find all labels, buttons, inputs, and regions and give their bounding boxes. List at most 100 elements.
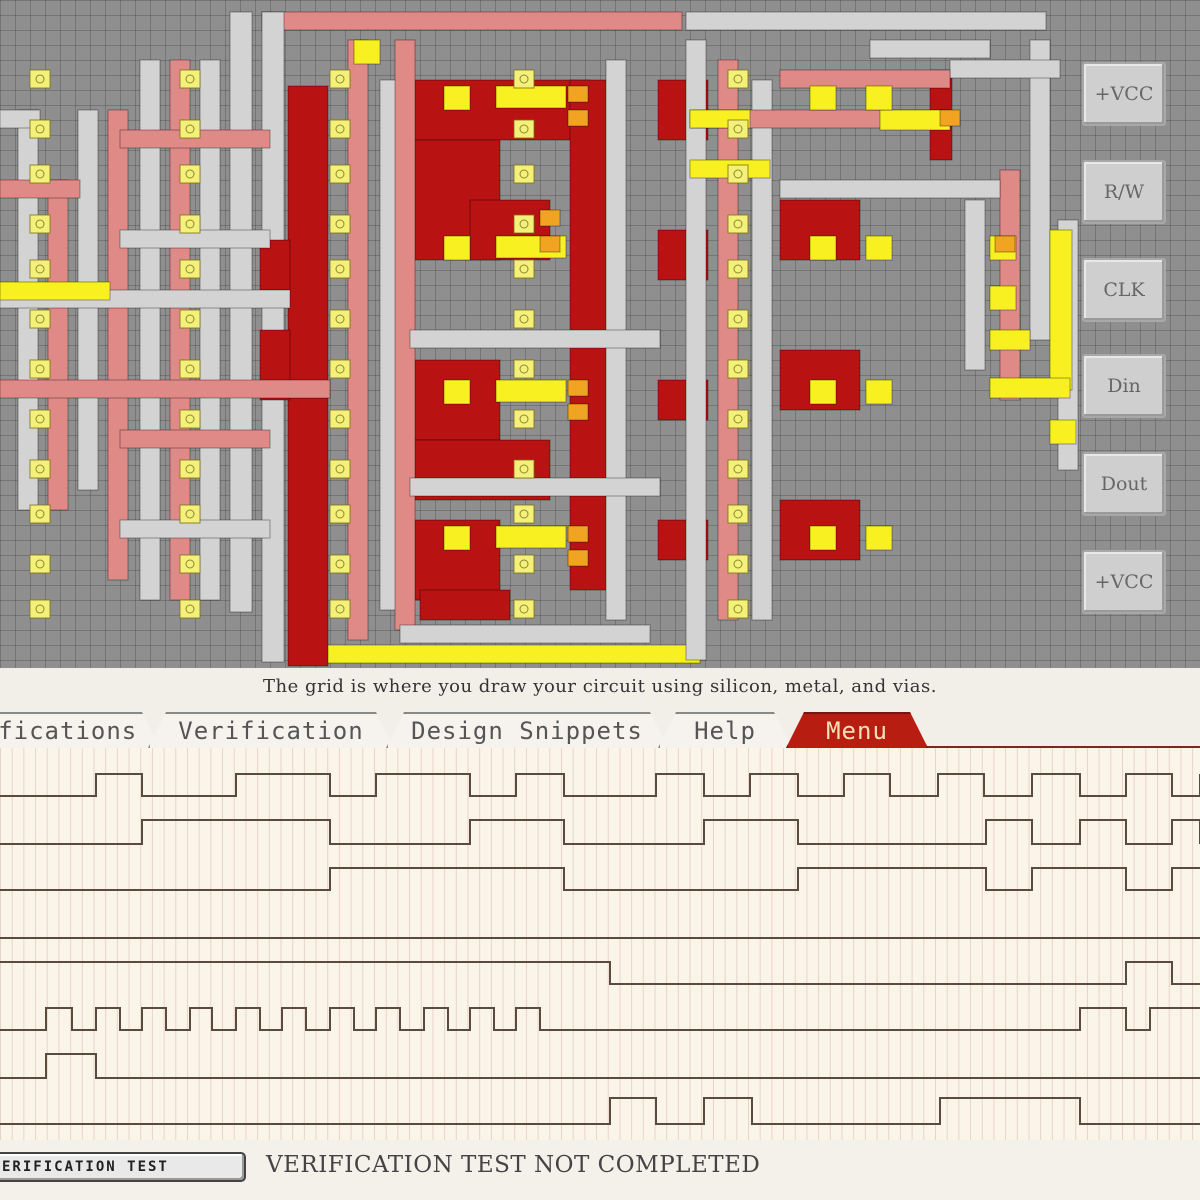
tab-menu[interactable]: Menu [786, 712, 928, 748]
contact-pad[interactable] [865, 235, 893, 261]
tab-specifications[interactable]: ifications [0, 712, 160, 748]
pin-rw[interactable]: R/W [1082, 160, 1166, 224]
via-square[interactable] [329, 214, 351, 234]
via-square[interactable] [329, 409, 351, 429]
metal-trace[interactable] [685, 11, 1047, 31]
gate-bar[interactable] [495, 525, 567, 549]
gate-bar[interactable] [989, 377, 1071, 399]
via-square[interactable] [329, 309, 351, 329]
via-square[interactable] [329, 164, 351, 184]
via-square[interactable] [727, 309, 749, 329]
via-square[interactable] [179, 119, 201, 139]
via-square[interactable] [727, 599, 749, 619]
gate-bar[interactable] [495, 379, 567, 403]
wire-horizontal[interactable] [119, 429, 271, 449]
tab-verification[interactable]: Verification [148, 712, 394, 748]
circuit-grid[interactable]: +VCC R/W CLK Din Dout +VCC [0, 0, 1200, 668]
tab-help[interactable]: Help [658, 712, 792, 748]
via-square[interactable] [727, 359, 749, 379]
wire-vertical[interactable] [47, 179, 69, 511]
via-square[interactable] [513, 259, 535, 279]
via-square[interactable] [179, 504, 201, 524]
via-square[interactable] [727, 259, 749, 279]
via-square[interactable] [727, 214, 749, 234]
pin-din[interactable]: Din [1082, 354, 1166, 418]
via-square[interactable] [513, 359, 535, 379]
via-square[interactable] [179, 164, 201, 184]
gate-bar[interactable] [0, 281, 111, 301]
via-square[interactable] [179, 359, 201, 379]
via-square[interactable] [727, 504, 749, 524]
via-square[interactable] [29, 69, 51, 89]
p-silicon-region[interactable] [419, 589, 511, 621]
via-square[interactable] [29, 309, 51, 329]
via-square[interactable] [513, 164, 535, 184]
via-marker[interactable] [567, 85, 589, 103]
contact-pad[interactable] [809, 379, 837, 405]
contact-pad[interactable] [353, 39, 381, 65]
via-square[interactable] [513, 504, 535, 524]
silicon-trace[interactable] [261, 11, 683, 31]
wire-horizontal[interactable] [949, 59, 1061, 79]
via-square[interactable] [513, 119, 535, 139]
via-marker[interactable] [539, 209, 561, 227]
wire-horizontal[interactable] [869, 39, 991, 59]
via-square[interactable] [179, 459, 201, 479]
via-square[interactable] [329, 69, 351, 89]
p-silicon-region[interactable] [259, 239, 291, 291]
via-square[interactable] [329, 119, 351, 139]
gate-trace[interactable] [319, 644, 701, 664]
wire-horizontal[interactable] [399, 624, 651, 644]
wire-vertical[interactable] [999, 169, 1021, 401]
via-square[interactable] [329, 599, 351, 619]
wire-horizontal[interactable] [779, 69, 951, 89]
gate-bar[interactable] [989, 329, 1031, 351]
via-square[interactable] [29, 504, 51, 524]
pin-dout[interactable]: Dout [1082, 452, 1166, 516]
contact-pad[interactable] [865, 85, 893, 111]
via-square[interactable] [727, 554, 749, 574]
pin-clk[interactable]: CLK [1082, 258, 1166, 322]
circuit-layout[interactable] [0, 0, 1200, 668]
via-square[interactable] [513, 309, 535, 329]
via-square[interactable] [29, 459, 51, 479]
wire-vertical[interactable] [1029, 39, 1051, 341]
via-square[interactable] [29, 214, 51, 234]
via-square[interactable] [329, 459, 351, 479]
wire-horizontal[interactable] [0, 379, 331, 399]
via-square[interactable] [329, 554, 351, 574]
via-square[interactable] [513, 554, 535, 574]
via-square[interactable] [727, 69, 749, 89]
via-marker[interactable] [567, 379, 589, 397]
via-square[interactable] [29, 554, 51, 574]
via-square[interactable] [727, 459, 749, 479]
wire-vertical[interactable] [199, 59, 221, 601]
wire-horizontal[interactable] [779, 179, 1001, 199]
contact-pad[interactable] [443, 85, 471, 111]
contact-pad[interactable] [865, 525, 893, 551]
wire-vertical[interactable] [717, 59, 739, 621]
via-square[interactable] [329, 359, 351, 379]
gate-bar[interactable] [495, 85, 567, 109]
via-square[interactable] [29, 164, 51, 184]
wire-vertical[interactable] [685, 39, 707, 661]
via-square[interactable] [179, 259, 201, 279]
tab-design-snippets[interactable]: Design Snippets [386, 712, 668, 748]
verification-test-button[interactable]: ERIFICATION TEST [0, 1152, 246, 1182]
via-marker[interactable] [567, 403, 589, 421]
via-square[interactable] [329, 504, 351, 524]
via-marker[interactable] [539, 235, 561, 253]
via-square[interactable] [179, 409, 201, 429]
via-square[interactable] [513, 409, 535, 429]
via-square[interactable] [29, 119, 51, 139]
via-square[interactable] [29, 409, 51, 429]
via-square[interactable] [29, 359, 51, 379]
gate-bar[interactable] [1049, 229, 1073, 391]
contact-pad[interactable] [443, 525, 471, 551]
contact-pad[interactable] [809, 525, 837, 551]
via-square[interactable] [179, 309, 201, 329]
contact-pad[interactable] [809, 85, 837, 111]
via-marker[interactable] [567, 525, 589, 543]
via-square[interactable] [727, 119, 749, 139]
wire-vertical[interactable] [139, 59, 161, 601]
